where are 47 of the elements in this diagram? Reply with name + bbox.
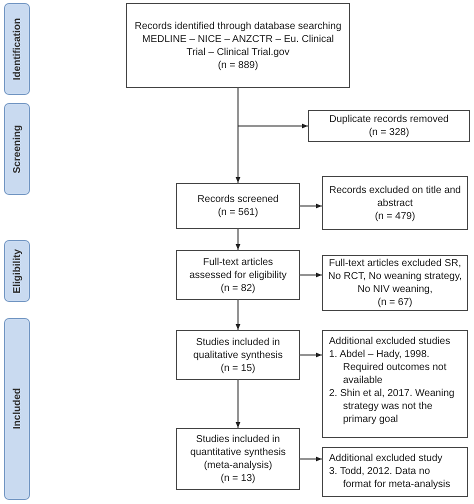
count-text: (n = 889) [218, 58, 258, 72]
list-item: 1. Abdel – Hady, 1998. Required outcomes not available [329, 348, 448, 387]
box-text: Full-text articles excluded SR, No RCT, No weaning strategy, No NIV weaning, [328, 257, 462, 296]
process-box [322, 447, 468, 497]
count-text: (n = 479) [374, 210, 416, 222]
box-text: Records excluded on title and abstract [328, 184, 462, 210]
arrow [238, 88, 308, 128]
process-box [176, 250, 300, 300]
box-text: Duplicate records removed [329, 113, 449, 126]
process-box [322, 255, 468, 311]
box-text: Additional excluded study [329, 452, 442, 465]
stage-label: Eligibility [12, 248, 22, 294]
box-text: Records screened [197, 193, 279, 206]
arrow [300, 272, 322, 278]
arrow [300, 456, 322, 462]
stage-label: Screening [12, 124, 22, 174]
process-box [176, 330, 300, 380]
process-box [322, 330, 468, 438]
count-text: (n = 15) [220, 362, 256, 374]
count-text: (n = 328) [368, 126, 410, 139]
box-text: Additional excluded studies [329, 335, 450, 348]
box-text: Full-text articles assessed for eligibility [188, 256, 288, 282]
stage-band [4, 240, 30, 302]
stage-label: Included [12, 388, 22, 430]
box-text: Studies included in qualitative synthesis [192, 336, 284, 362]
box-text: Records identified through database searching MEDLINE – NICE – ANZCTR – Eu. Clinical Trial – Clinical Trial.gov [134, 20, 342, 58]
process-box [176, 183, 300, 229]
arrow [236, 300, 240, 330]
box-text: Studies included in quantitative synthesis (meta-analysis) [189, 433, 287, 472]
list-item: 3. Todd, 2012. Data no format for meta-analysis [329, 465, 452, 491]
count-text: (n = 561) [218, 206, 258, 219]
arrow [236, 228, 240, 250]
process-box [322, 176, 468, 230]
count-text: (n = 13) [220, 472, 256, 485]
process-box [308, 110, 470, 142]
stage-band [4, 3, 30, 95]
arrow [236, 380, 240, 428]
list-item: 2. Shin et al, 2017. Weaning strategy was not the primary goal [329, 387, 456, 426]
stage-band [4, 318, 30, 500]
process-box [126, 3, 350, 88]
stage-band [4, 103, 30, 195]
arrow [300, 352, 322, 358]
stage-label: Identification [12, 18, 22, 80]
count-text: (n = 82) [220, 282, 256, 294]
count-text: (n = 67) [378, 296, 412, 309]
process-box [176, 428, 300, 490]
arrow [300, 204, 322, 208]
